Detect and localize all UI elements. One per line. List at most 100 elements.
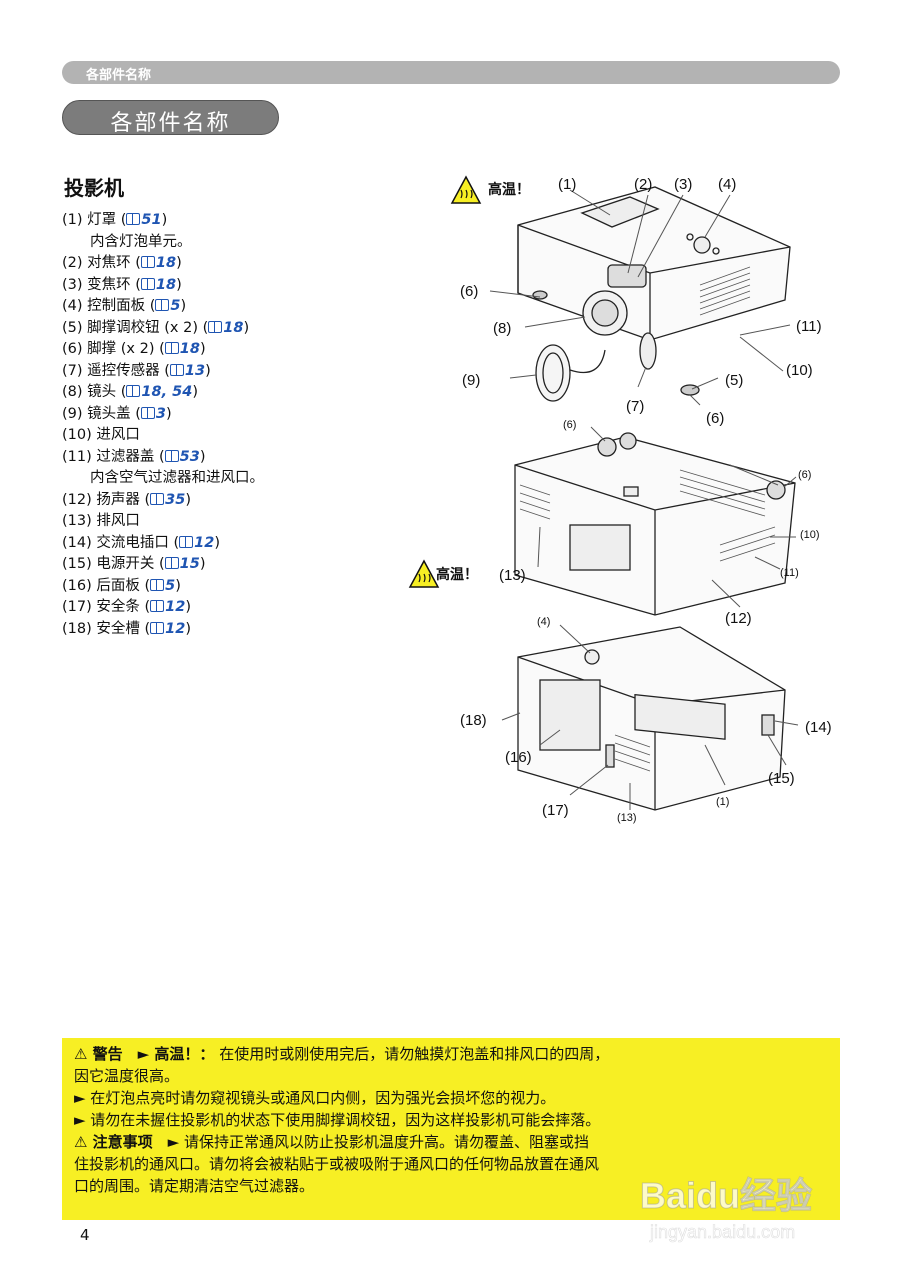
callout-b13: (13) (617, 812, 637, 824)
part-item: (17) 安全条 ( 12) (62, 597, 422, 619)
page-reference-link[interactable]: 5 (170, 298, 181, 314)
page-reference-link[interactable]: 18 (223, 319, 244, 336)
part-label: (6) 脚撑 (x 2) ( (62, 341, 165, 357)
callout-10: (10) (786, 362, 813, 379)
projector-front-view (517, 186, 791, 402)
page-reference-link[interactable]: 5 (165, 577, 176, 594)
page-reference-link[interactable]: 3 (155, 405, 167, 422)
callout-4: (4) (718, 176, 736, 193)
part-item: (11) 过滤器盖 (53)内含空气过滤器和进风口。 (62, 447, 422, 490)
warning-heading: ⚠ 警告 ► 高温！： (74, 1045, 215, 1063)
callout-b18: (18) (460, 712, 487, 729)
callout-b15: (15) (768, 770, 795, 787)
callout-2: (2) (634, 176, 652, 193)
part-label: (15) 电源开关 ( (62, 556, 165, 572)
page-reference-link[interactable]: 35 (165, 491, 186, 508)
part-item: (3) 变焦环 ( 18) (62, 275, 422, 297)
page-reference-link[interactable]: 53 (179, 448, 200, 465)
book-icon (208, 320, 223, 333)
page-reference-link[interactable]: 12 (165, 620, 186, 637)
part-label-close: ) (192, 384, 199, 400)
part-label-close: ) (199, 448, 206, 465)
part-label: (8) 镜头 ( (62, 384, 127, 400)
hot-surface-icon-2 (408, 559, 440, 588)
part-item: (18) 安全槽 ( 12) (62, 619, 422, 641)
page-reference-link[interactable]: 13 (184, 362, 206, 379)
book-icon (126, 213, 141, 225)
watermark-url: jingyan.baidu.com (649, 1222, 795, 1242)
page-title-pill: 各部件名称 (62, 100, 279, 136)
book-icon (140, 256, 155, 268)
callout-m12: (12) (725, 610, 752, 627)
hot-surface-icon (450, 175, 482, 204)
baidu-watermark: Baidu经验 jingyan.baidu.com (640, 1175, 813, 1243)
callout-b17: (17) (542, 802, 569, 819)
book-icon (155, 299, 170, 311)
callout-6a: (6) (460, 283, 478, 300)
projector-bottom-view (514, 432, 796, 616)
part-label-close: ) (205, 362, 211, 379)
part-label: (17) 安全条 ( (62, 599, 151, 615)
page-reference-link[interactable]: 15 (179, 556, 200, 572)
lens-cap (535, 344, 571, 402)
page-title: 各部件名称 (110, 111, 231, 136)
part-item: (16) 后面板 ( 5) (62, 576, 422, 598)
remote-sensor (639, 332, 657, 370)
page-reference-link[interactable]: 12 (194, 534, 215, 551)
callout-m6a: (6) (563, 419, 576, 431)
book-icon (169, 363, 184, 376)
part-label: (11) 过滤器盖 ( (62, 448, 165, 465)
part-label-close: ) (185, 599, 191, 615)
part-label-close: ) (185, 620, 191, 637)
parts-list: (1) 灯罩 (51)内含灯泡单元。(2) 对焦环 (18)(3) 变焦环 (1… (62, 210, 422, 640)
book-icon (179, 535, 194, 548)
part-label-close: ) (243, 319, 250, 336)
watermark-brand: Baidu经验 (640, 1175, 812, 1216)
part-item: (13) 排风口 (62, 511, 422, 533)
part-label-close: ) (199, 556, 206, 572)
part-label: (4) 控制面板 ( (62, 298, 156, 314)
part-item: (14) 交流电插口 (12) (62, 533, 422, 555)
callout-1: (1) (558, 176, 576, 193)
page-reference-link[interactable]: 18 (179, 341, 200, 357)
running-header-bar: 各部件名称 (62, 61, 840, 84)
book-icon (150, 492, 165, 505)
warning-line-1: 在使用时或刚使用完后，请勿触摸灯泡盖和排风口的四周， (219, 1045, 610, 1063)
page-reference-link[interactable]: 18 (155, 276, 177, 293)
projector-rear-view (517, 626, 786, 811)
part-label-close: ) (176, 276, 182, 293)
callout-5: (5) (725, 372, 743, 389)
hot-label-1: 高温！ (488, 181, 530, 198)
page-reference-link[interactable]: 12 (165, 599, 186, 615)
part-label: (3) 变焦环 ( (62, 276, 141, 293)
callout-m6b: (6) (798, 469, 811, 481)
part-label-close: ) (214, 534, 220, 551)
book-icon (164, 342, 179, 354)
part-label-close: ) (175, 577, 181, 594)
page-reference-link[interactable]: 18 (155, 255, 177, 271)
part-label-close: ) (166, 405, 172, 422)
caution-line-2: 住投影机的通风口。请勿将会被粘贴于或被吸附于通风口的任何物品放置在通风 (74, 1155, 600, 1173)
book-icon (126, 385, 141, 397)
part-item: (1) 灯罩 (51)内含灯泡单元。 (62, 210, 422, 253)
part-item: (15) 电源开关 ( 15) (62, 554, 422, 576)
book-icon (164, 557, 179, 569)
part-item: (6) 脚撑 (x 2) (18) (62, 339, 422, 361)
callout-b1: (1) (716, 796, 729, 808)
part-label: (16) 后面板 ( (62, 577, 151, 594)
callout-11: (11) (796, 318, 822, 335)
warning-line-1-cont: 因它温度很高。 (74, 1067, 180, 1085)
part-label: (18) 安全槽 ( (62, 620, 151, 637)
caution-heading: ⚠ 注意事项 (74, 1133, 153, 1151)
warning-line-3: ► 请勿在未握住投影机的状态下使用脚撑调校钮，因为这样投影机可能会摔落。 (74, 1111, 601, 1129)
page-reference-link[interactable]: 18, 54 (141, 384, 193, 400)
book-icon (150, 600, 165, 612)
callout-9: (9) (462, 372, 480, 389)
focus-zoom-ring (607, 264, 647, 288)
page-reference-link[interactable]: 51 (141, 212, 162, 228)
part-label-close: ) (185, 491, 191, 508)
caution-line-1: ► 请保持正常通风以防止投影机温度升高。请勿覆盖、阻塞或挡 (152, 1133, 589, 1151)
part-label-close: ) (176, 255, 182, 271)
part-label-close: ) (180, 298, 187, 314)
part-label-close: ) (161, 212, 168, 228)
